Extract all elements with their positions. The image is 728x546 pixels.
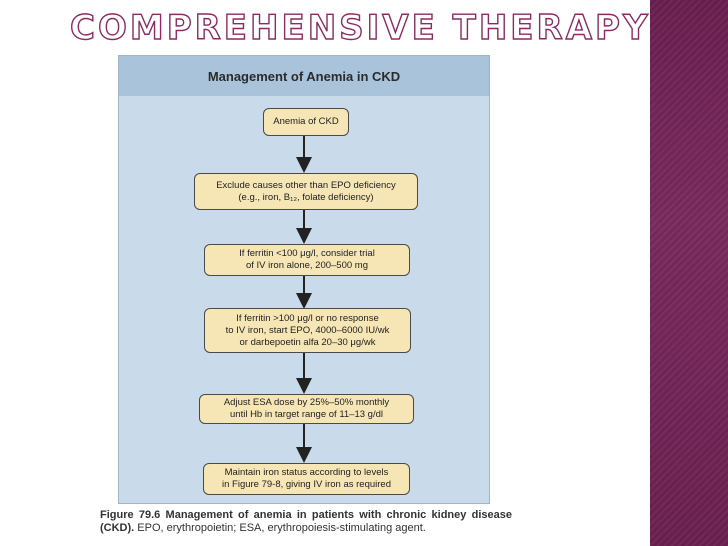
flow-node-start-epo: If ferritin >100 μg/l or no response to … (204, 308, 411, 353)
caption-figure-label: Figure 79.6 (100, 509, 161, 521)
slide-title: Comprehensive Therapy (69, 7, 651, 48)
figure-caption: Figure 79.6 Management of anemia in pati… (100, 509, 512, 535)
side-decoration-panel (650, 0, 728, 546)
flow-arrows (296, 135, 312, 463)
flow-node-adjust-esa: Adjust ESA dose by 25%–50% monthly until… (199, 394, 414, 424)
caption-body: EPO, erythropoietin; ESA, erythropoiesis… (137, 522, 426, 534)
flow-node-maintain-iron: Maintain iron status according to levels… (203, 463, 410, 495)
flowchart-figure: Management of Anemia in CKD Anemia of CK… (118, 55, 490, 504)
flow-node-exclude-causes: Exclude causes other than EPO deficiency… (194, 173, 418, 210)
flow-node-anemia-of-ckd: Anemia of CKD (263, 108, 349, 136)
figure-header: Management of Anemia in CKD (119, 56, 489, 96)
caption-title: Management of anemia in patients with ch… (100, 509, 512, 534)
flow-node-ferritin-low: If ferritin <100 μg/l, consider trial of… (204, 244, 410, 276)
